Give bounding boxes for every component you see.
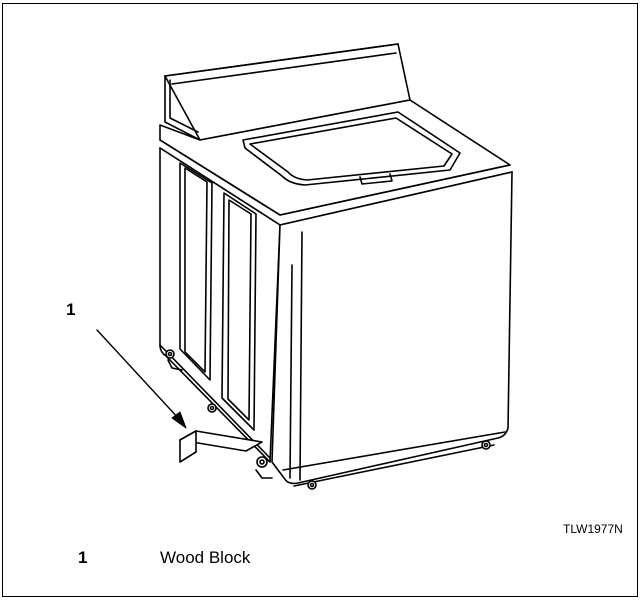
callout-arrow [96, 329, 187, 429]
legend-item-number: 1 [78, 548, 88, 567]
washer-lid [242, 111, 461, 186]
legend-item-label: Wood Block [160, 548, 251, 567]
figure-id: TLW1977N [563, 522, 623, 536]
callout-number: 1 [66, 300, 76, 319]
leveling-legs [165, 349, 491, 490]
side-panel [159, 147, 281, 463]
front-panel [271, 171, 513, 487]
wood-block [179, 430, 263, 463]
